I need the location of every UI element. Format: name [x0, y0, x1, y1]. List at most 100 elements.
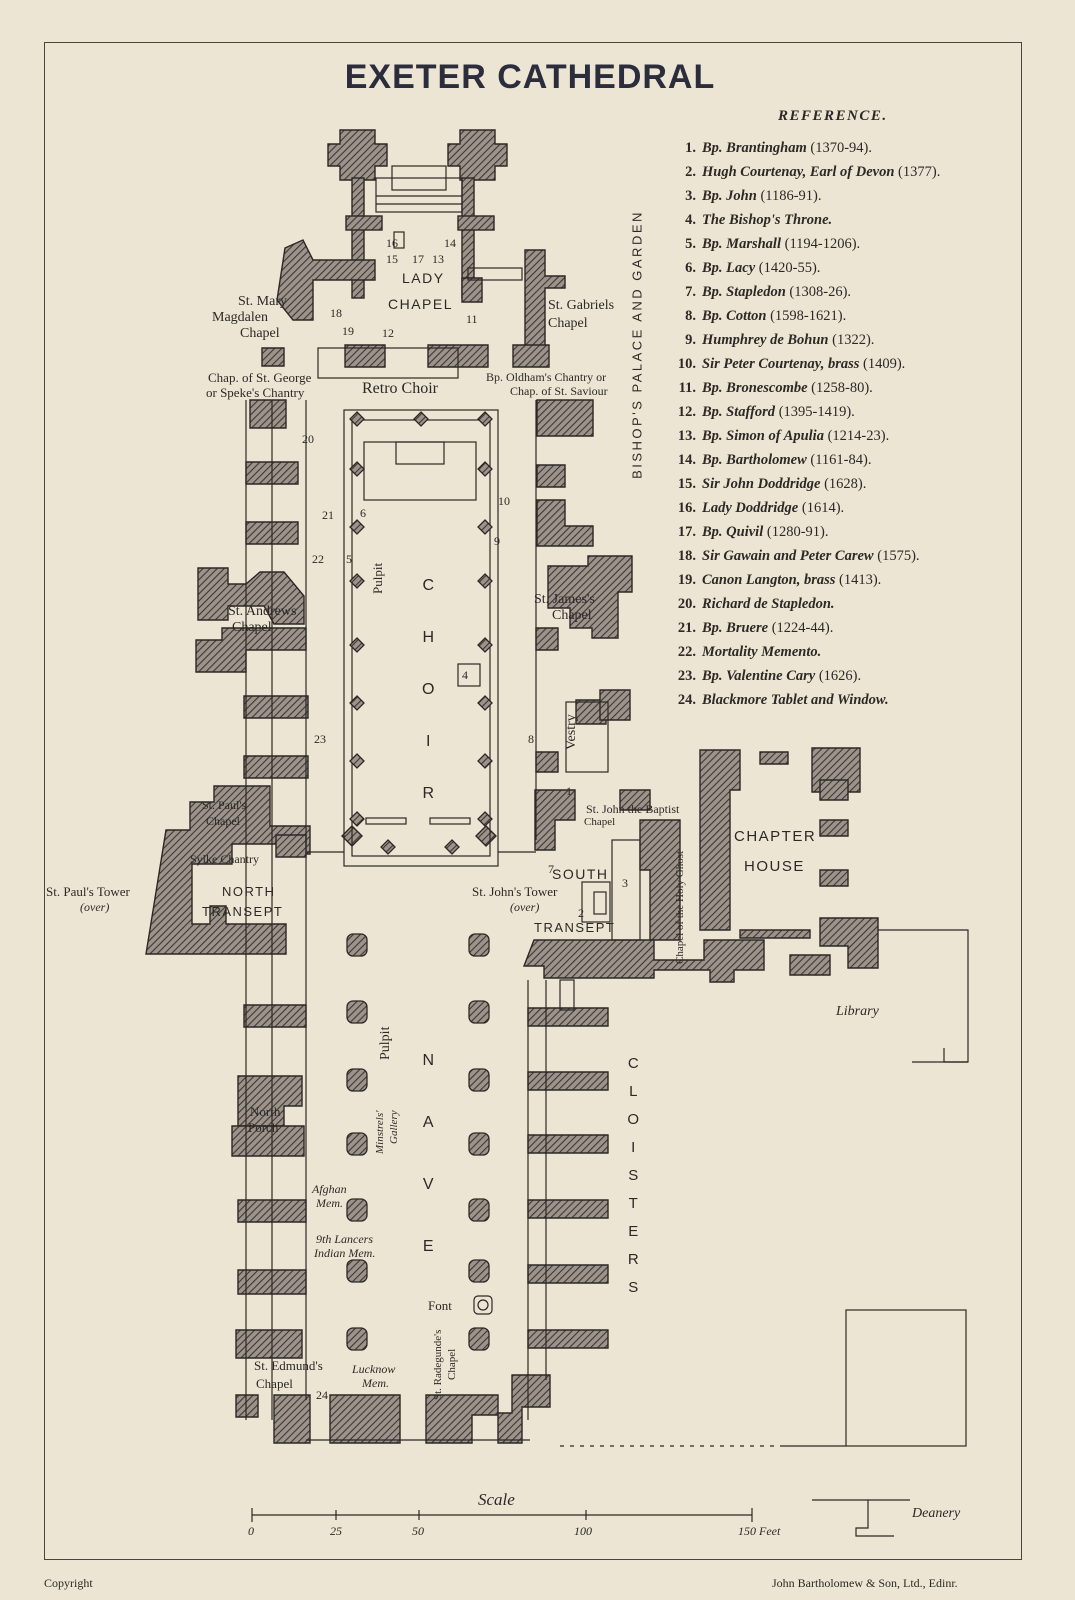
north-porch-label-1: North [250, 1104, 281, 1119]
reference-date: (1186-91). [756, 188, 822, 204]
reference-name: Bp. Bronescombe [702, 380, 808, 396]
st-radegunde-label-2: Chapel [446, 1348, 458, 1380]
reference-name: Bp. Cotton [702, 308, 767, 324]
chapter-house-label-1: CHAPTER [734, 828, 817, 845]
reference-date: (1628). [820, 476, 867, 492]
reference-number: 8. [685, 308, 696, 324]
reference-date: (1598-1621). [766, 308, 847, 324]
reference-date: (1575). [873, 548, 920, 564]
st-james-label-1: St. James's [534, 592, 595, 607]
st-pauls-tower-label-2: (over) [80, 900, 110, 914]
chapter-house-label-2: HOUSE [744, 858, 805, 875]
map-frame [44, 42, 1022, 1560]
reference-date: (1377). [894, 164, 941, 180]
st-pauls-chapel-label-1: St. Paul's [202, 798, 247, 812]
fittings [457, 663, 493, 1315]
reference-number: 1. [685, 140, 696, 156]
reference-name: Mortality Memento. [702, 644, 822, 660]
map-title: EXETER CATHEDRAL [344, 58, 716, 96]
reference-item: 12. Bp. Stafford (1395-1419). [660, 400, 1065, 424]
monument-number: 8 [528, 732, 534, 746]
reference-item: 7. Bp. Stapledon (1308-26). [660, 280, 1065, 304]
reference-number: 7. [685, 284, 696, 300]
reference-name: Bp. Quivil [702, 524, 764, 540]
st-george-label-2: or Speke's Chantry [206, 385, 305, 400]
reference-name: Bp. Stafford [702, 404, 776, 420]
nave-piers [346, 411, 493, 1351]
reference-name: Bp. Marshall [702, 236, 781, 252]
reference-list: 1.Bp. Brantingham (1370-94).2.Hugh Court… [660, 136, 1065, 712]
choir-label: C H O I R [422, 577, 436, 802]
reference-number: 19. [677, 572, 696, 588]
reference-number: 23. [677, 668, 696, 684]
scale-tick-label: 150 Feet [738, 1524, 781, 1538]
scale-bar [251, 1499, 910, 1537]
st-gabriels-label-1: St. Gabriels [548, 298, 615, 313]
st-mary-label-2: Magdalen [212, 310, 268, 325]
lady-chapel-label-1: LADY [402, 270, 445, 286]
reference-number: 20. [677, 596, 696, 612]
reference-name: Canon Langton, brass [702, 572, 836, 588]
reference-date: (1395-1419). [775, 404, 855, 420]
st-mary-label-3: Chapel [240, 326, 280, 341]
reference-number: 11. [678, 380, 696, 396]
lady-chapel-label-2: CHAPEL [388, 296, 454, 312]
monument-number: 7 [548, 862, 554, 876]
reference-name: Bp. Valentine Cary [702, 668, 816, 684]
monument-number: 19 [342, 324, 354, 338]
reference-item: 1.Bp. Brantingham (1370-94). [660, 136, 1065, 160]
reference-number: 12. [677, 404, 696, 420]
st-james-label-2: Chapel [552, 608, 592, 623]
reference-item: 9.Humphrey de Bohun (1322). [660, 328, 1065, 352]
north-porch-label-2: Porch [248, 1120, 279, 1135]
reference-number: 3. [685, 188, 696, 204]
st-john-baptist-label-2: Chapel [584, 816, 616, 828]
reference-name: Bp. Simon of Apulia [702, 428, 824, 444]
reference-name: Bp. John [702, 188, 757, 204]
retro-choir-label: Retro Choir [362, 380, 438, 397]
choir-pulpit-label: Pulpit [370, 562, 385, 594]
st-johns-tower-label-1: St. John's Tower [472, 884, 558, 899]
monument-number: 12 [382, 326, 394, 340]
reference-item: 19.Canon Langton, brass (1413). [660, 568, 1065, 592]
reference-item: 2.Hugh Courtenay, Earl of Devon (1377). [660, 160, 1065, 184]
reference-number: 22. [677, 644, 696, 660]
lucknow-memorial-label-1: Lucknow [352, 1362, 396, 1376]
reference-name: Bp. Bruere [702, 620, 769, 636]
reference-item: 16.Lady Doddridge (1614). [660, 496, 1065, 520]
reference-item: 14.Bp. Bartholomew (1161-84). [660, 448, 1065, 472]
south-transept-label-2: TRANSEPT [534, 920, 616, 935]
reference-number: 6. [685, 260, 696, 276]
monument-number: 20 [302, 432, 314, 446]
reference-name: Sir Peter Courtenay, brass [702, 356, 860, 372]
reference-item: 6.Bp. Lacy (1420-55). [660, 256, 1065, 280]
south-transept-label-1: SOUTH [552, 866, 609, 882]
north-transept-label-2: TRANSEPT [202, 904, 284, 919]
lancers-memorial-label-2: Indian Mem. [314, 1246, 376, 1260]
reference-item: 4.The Bishop's Throne. [660, 208, 1065, 232]
scale-tick-label: 50 [412, 1524, 424, 1538]
monument-number: 14 [444, 236, 456, 250]
sylke-chantry-label: Sylke Chantry [190, 852, 259, 866]
reference-number: 21. [677, 620, 696, 636]
reference-item: 13.Bp. Simon of Apulia (1214-23). [660, 424, 1065, 448]
st-george-label-1: Chap. of St. George [208, 370, 312, 385]
reference-name: Richard de Stapledon. [702, 596, 835, 612]
vestry-label: Vestry [564, 714, 579, 750]
reference-name: Sir Gawain and Peter Carew [702, 548, 874, 564]
monument-number: 2 [578, 906, 584, 920]
lancers-memorial-label-1: 9th Lancers [316, 1232, 373, 1246]
reference-number: 16. [677, 500, 696, 516]
oldhams-chantry-label-2: Chap. of St. Saviour [510, 384, 608, 398]
library-label: Library [836, 1004, 879, 1019]
reference-name: Bp. Lacy [702, 260, 756, 276]
reference-date: (1258-80). [807, 380, 873, 396]
st-pauls-chapel-label-2: Chapel [206, 814, 240, 828]
reference-heading: REFERENCE. [778, 108, 888, 124]
reference-date: (1308-26). [785, 284, 852, 300]
reference-name: Bp. Stapledon [702, 284, 786, 300]
reference-date: (1322). [828, 332, 875, 348]
reference-item: 17.Bp. Quivil (1280-91). [660, 520, 1065, 544]
